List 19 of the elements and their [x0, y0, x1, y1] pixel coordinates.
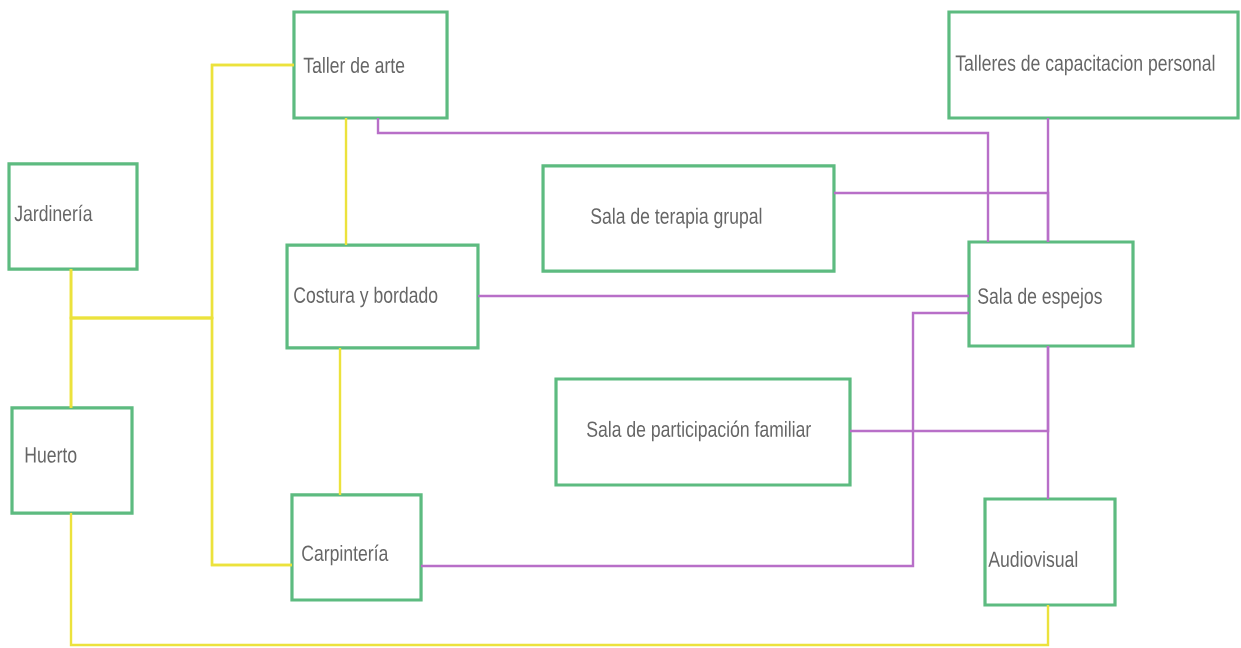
process-box: Sala de participación familiar — [554, 377, 852, 487]
connector-line — [376, 118, 990, 242]
process-box: Taller de arte — [292, 10, 449, 120]
process-box: Audiovisual — [983, 497, 1117, 607]
process-box: Talleres de capacitacion personal — [947, 10, 1240, 120]
process-box: Carpintería — [290, 493, 423, 602]
connector-line — [421, 311, 969, 568]
process-box: Jardinería — [7, 162, 139, 271]
connector-line — [478, 294, 969, 298]
process-box: Sala de espejos — [967, 240, 1135, 348]
connector-line — [69, 513, 1050, 647]
connector-line — [834, 191, 1050, 242]
process-box: Costura y bordado — [285, 243, 480, 350]
connector-line — [69, 316, 292, 567]
process-box: Sala de terapia grupal — [541, 164, 836, 273]
connector-line — [338, 348, 342, 495]
connector-line — [344, 118, 348, 245]
connector-line — [850, 346, 1050, 433]
process-box: Huerto — [10, 406, 134, 515]
